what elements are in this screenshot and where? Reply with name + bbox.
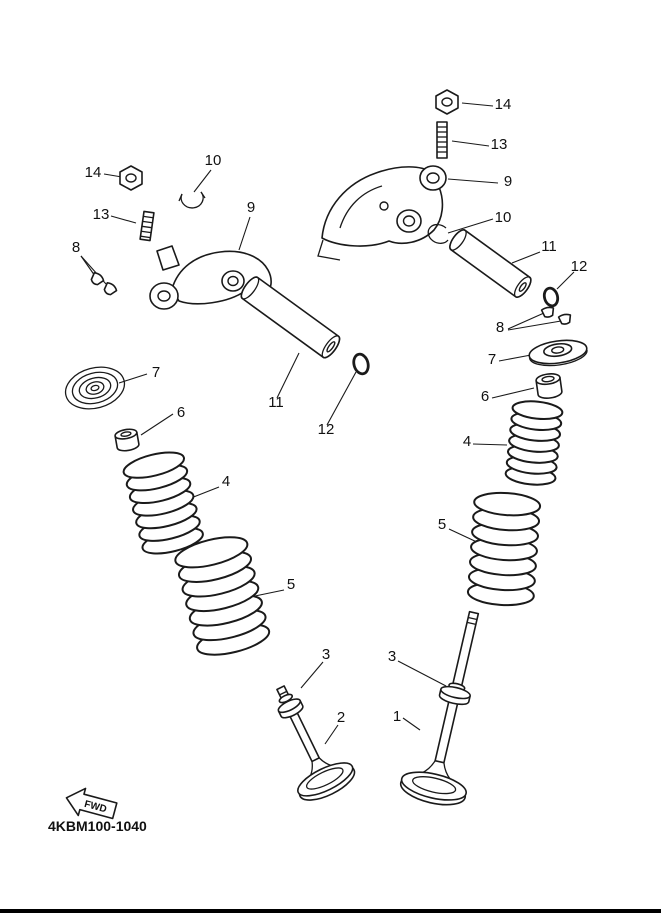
inner-spring-4-right <box>504 400 564 486</box>
callout-12-right: 12 <box>571 258 588 275</box>
nut-14-left <box>119 165 143 191</box>
rocker-shaft-11-left <box>240 276 341 359</box>
adjuster-stud-13-right <box>436 121 448 159</box>
callout-6-left: 6 <box>177 404 185 421</box>
callout-12-left: 12 <box>318 421 335 438</box>
callout-3-right: 3 <box>388 648 396 665</box>
o-ring-12-right <box>542 286 560 308</box>
callout-9-left: 9 <box>247 199 255 216</box>
part-code: 4KBM100-1040 <box>48 818 147 834</box>
callout-5-left: 5 <box>287 576 295 593</box>
valve-keepers-8-left <box>90 272 118 296</box>
clip-10-left <box>178 191 206 209</box>
leader-lines <box>80 102 575 745</box>
valve-seal-6-left <box>114 428 140 452</box>
callout-14-right: 14 <box>495 96 512 113</box>
callouts: 14 10 13 9 8 7 6 11 12 4 5 3 2 14 13 9 1… <box>72 96 588 726</box>
callout-13-right: 13 <box>491 136 508 153</box>
valve-2 <box>276 685 356 801</box>
rocker-shaft-11-right <box>449 229 532 298</box>
outer-spring-5-left <box>174 536 271 656</box>
valve-seal-6-right <box>535 373 563 399</box>
callout-7-right: 7 <box>488 351 496 368</box>
callout-10-left: 10 <box>205 152 222 169</box>
callout-8-left: 8 <box>72 239 80 256</box>
callout-7-left: 7 <box>152 364 160 381</box>
callout-2: 2 <box>337 709 345 726</box>
fwd-arrow: FWD <box>65 787 118 820</box>
o-ring-12-left <box>352 352 370 376</box>
callout-5-right: 5 <box>438 516 446 533</box>
callout-11-right: 11 <box>541 238 557 255</box>
page-bottom-border <box>0 909 661 913</box>
callout-8-right: 8 <box>496 319 504 336</box>
outer-spring-5-right <box>466 491 542 607</box>
callout-14-left: 14 <box>85 164 102 181</box>
callout-13-left: 13 <box>93 206 110 223</box>
callout-11-left: 11 <box>268 394 284 411</box>
spring-retainer-3-right <box>438 682 471 706</box>
spring-retainer-3-left <box>277 693 304 719</box>
nut-14-right <box>435 89 459 115</box>
callout-10-right: 10 <box>495 209 512 226</box>
clip-10-right <box>427 223 449 244</box>
valve-1 <box>399 610 480 806</box>
callout-4-right: 4 <box>463 433 471 450</box>
valve-keepers-8-right <box>540 306 572 325</box>
callout-3-left: 3 <box>322 646 330 663</box>
rocker-arm-9-right <box>317 165 447 261</box>
inner-spring-4-left <box>122 451 204 555</box>
spring-seat-7-right <box>528 339 588 367</box>
spring-seat-7-left <box>64 366 126 410</box>
callout-9-right: 9 <box>504 173 512 190</box>
callout-4-left: 4 <box>222 473 230 490</box>
callout-1: 1 <box>393 708 401 725</box>
adjuster-stud-13-left <box>139 210 155 242</box>
callout-6-right: 6 <box>481 388 489 405</box>
